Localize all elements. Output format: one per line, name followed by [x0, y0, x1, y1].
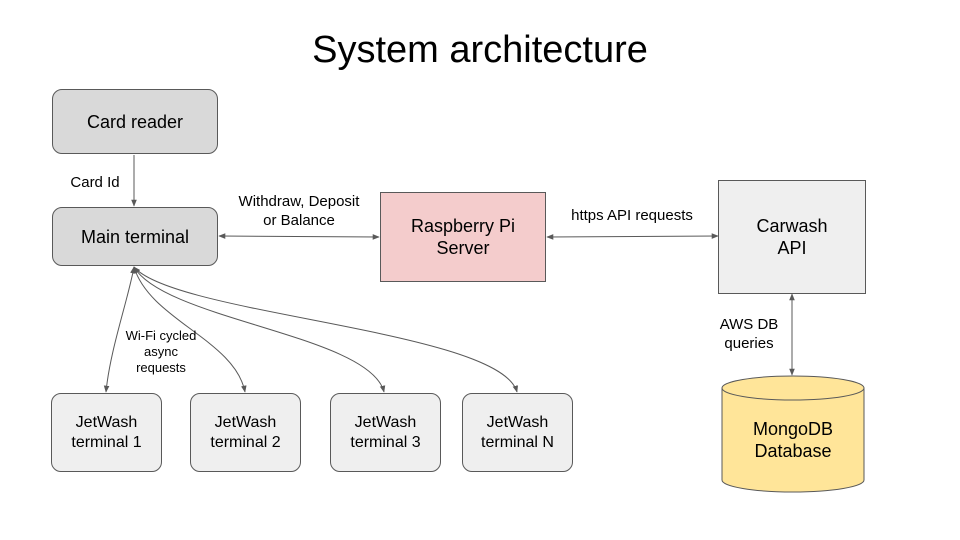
- mongodb-database-node: MongoDB Database: [752, 419, 834, 461]
- jetwash-terminal-3-node: JetWash terminal 3: [330, 393, 441, 472]
- diagram-title: System architecture: [312, 29, 648, 71]
- carwash-api-node: Carwash API: [718, 180, 866, 294]
- edge-main-to-terminal-n: [133, 266, 519, 393]
- database-cylinder: [721, 375, 865, 493]
- raspberry-pi-server-node: Raspberry Pi Server: [380, 192, 546, 282]
- edge-main-to-terminal-1: [103, 266, 136, 393]
- jetwash-terminal-n-node: JetWash terminal N: [462, 393, 573, 472]
- edge-main-to-raspberry: [218, 233, 380, 240]
- aws-db-queries-label: AWS DB queries: [719, 316, 779, 352]
- withdraw-deposit-balance-label: Withdraw, Deposit or Balance: [238, 193, 360, 229]
- wifi-cycled-async-requests-label: Wi-Fi cycled async requests: [125, 328, 197, 375]
- card-id-label: Card Id: [70, 174, 120, 191]
- https-api-requests-label: https API requests: [571, 207, 693, 224]
- card-reader-node: Card reader: [52, 89, 218, 154]
- main-terminal-node: Main terminal: [52, 207, 218, 266]
- jetwash-terminal-1-node: JetWash terminal 1: [51, 393, 162, 472]
- jetwash-terminal-2-node: JetWash terminal 2: [190, 393, 301, 472]
- edge-raspberry-to-api: [546, 233, 719, 240]
